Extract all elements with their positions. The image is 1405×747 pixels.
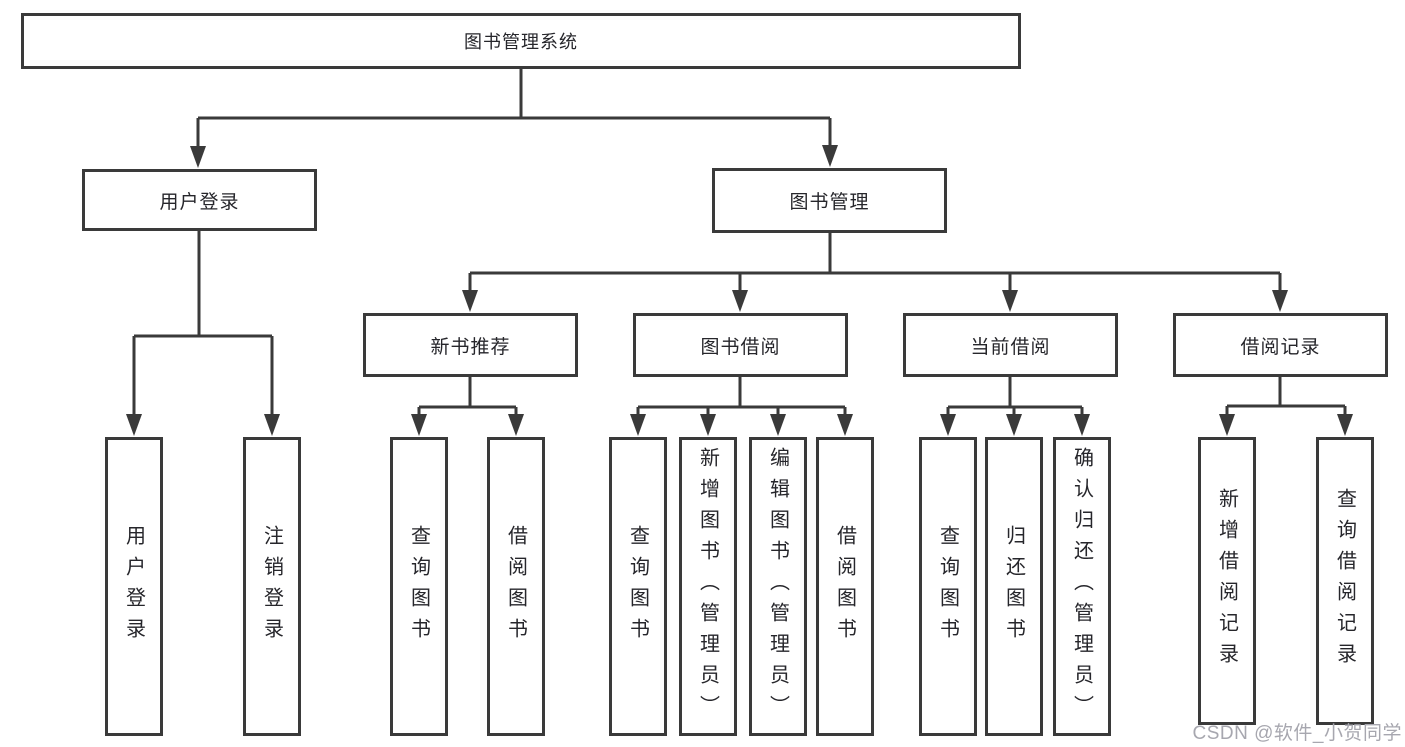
leaf-add-book-admin: 新增图书（管理员） bbox=[679, 437, 737, 736]
leaf-label: 借阅图书 bbox=[833, 524, 856, 649]
node-user-login: 用户登录 bbox=[82, 169, 317, 231]
leaf-query-book-current: 查询图书 bbox=[919, 437, 977, 736]
leaf-add-borrow-record: 新增借阅记录 bbox=[1198, 437, 1256, 725]
leaf-query-book-recommend: 查询图书 bbox=[390, 437, 448, 736]
arrowheads bbox=[126, 145, 1353, 436]
node-label: 图书管理 bbox=[789, 192, 870, 213]
node-label: 用户登录 bbox=[159, 191, 240, 213]
leaf-query-borrow-record: 查询借阅记录 bbox=[1316, 437, 1374, 725]
leaf-label: 确认归还（管理员） bbox=[1070, 447, 1093, 726]
leaf-label: 注销登录 bbox=[260, 524, 283, 649]
leaf-label: 借阅图书 bbox=[504, 524, 527, 649]
node-label: 当前借阅 bbox=[970, 336, 1051, 358]
leaf-edit-book-admin: 编辑图书（管理员） bbox=[749, 437, 807, 736]
leaf-return-book: 归还图书 bbox=[985, 437, 1043, 736]
leaf-user-login: 用户登录 bbox=[105, 437, 163, 736]
leaf-label: 查询借阅记录 bbox=[1333, 488, 1356, 674]
node-label: 新书推荐 bbox=[430, 336, 511, 358]
node-label: 图书借阅 bbox=[700, 336, 781, 358]
leaf-label: 编辑图书（管理员） bbox=[766, 447, 789, 726]
node-borrow-records: 借阅记录 bbox=[1173, 313, 1388, 377]
leaf-confirm-return-admin: 确认归还（管理员） bbox=[1053, 437, 1111, 736]
leaf-borrow-book-recommend: 借阅图书 bbox=[487, 437, 545, 736]
leaf-label: 查询图书 bbox=[626, 524, 649, 649]
leaf-label: 归还图书 bbox=[1002, 524, 1025, 649]
node-new-book-recommend: 新书推荐 bbox=[363, 313, 578, 377]
leaf-label: 查询图书 bbox=[407, 524, 430, 649]
leaf-label: 查询图书 bbox=[936, 524, 959, 649]
leaf-label: 新增图书（管理员） bbox=[696, 447, 719, 726]
node-book-management: 图书管理 bbox=[712, 168, 947, 233]
node-root-system: 图书管理系统 bbox=[21, 13, 1021, 69]
csdn-watermark: CSDN @软件_小贺同学 bbox=[1192, 723, 1402, 744]
node-label: 借阅记录 bbox=[1240, 336, 1321, 358]
leaf-query-book-borrow: 查询图书 bbox=[609, 437, 667, 736]
node-label: 图书管理系统 bbox=[464, 32, 578, 52]
node-book-borrow: 图书借阅 bbox=[633, 313, 848, 377]
leaf-label: 新增借阅记录 bbox=[1215, 488, 1238, 674]
leaf-label: 用户登录 bbox=[122, 524, 145, 649]
leaf-borrow-book: 借阅图书 bbox=[816, 437, 874, 736]
leaf-logout: 注销登录 bbox=[243, 437, 301, 736]
node-current-borrow: 当前借阅 bbox=[903, 313, 1118, 377]
